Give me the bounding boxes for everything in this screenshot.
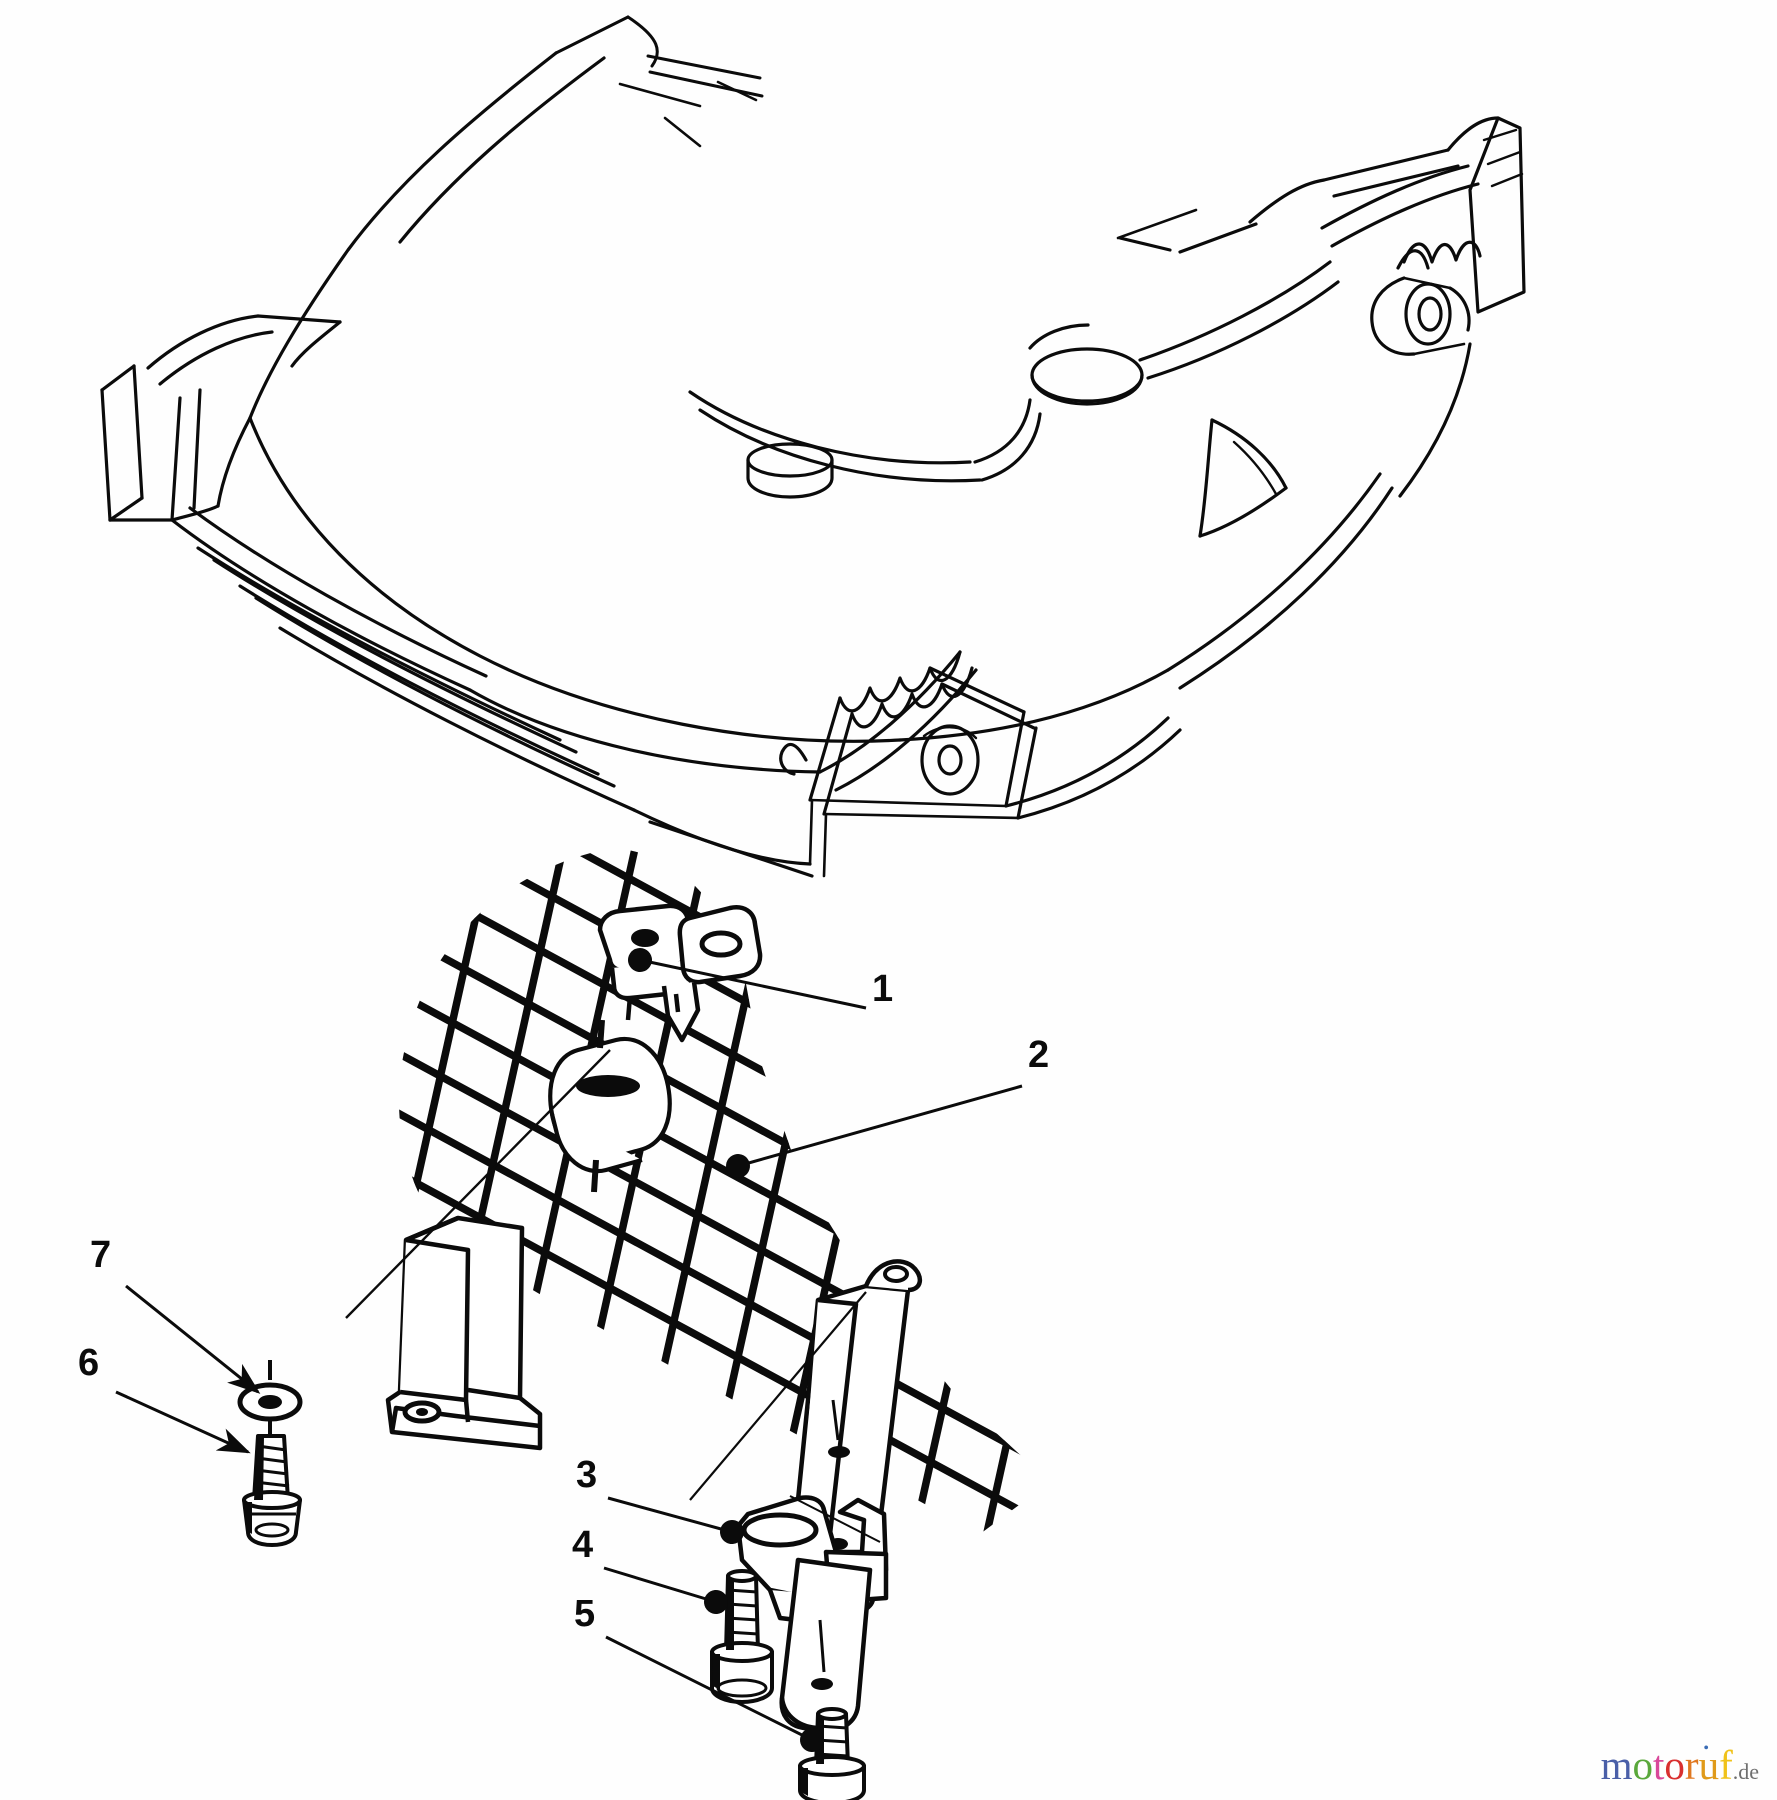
leader-line-5 [605, 1635, 824, 1752]
watermark-letter-o1: o [1632, 1742, 1654, 1788]
watermark-motoruf: • motoruf.de [1600, 1741, 1759, 1788]
watermark-letter-r: r [1684, 1742, 1699, 1788]
leader-line-strap-2 [789, 1495, 881, 1543]
callout-2: 2 [1028, 1034, 1050, 1076]
screen-clip-middle [548, 1019, 672, 1193]
leader-line-3 [607, 1496, 744, 1544]
watermark-letter-o2: o [1664, 1742, 1685, 1788]
watermark-letter-u: u [1698, 1742, 1720, 1788]
callout-5: 5 [574, 1593, 596, 1635]
callout-7: 7 [90, 1234, 112, 1276]
callout-1: 1 [872, 968, 894, 1010]
watermark-letter-t: t [1653, 1742, 1665, 1788]
hex-bolt-upper [710, 1569, 774, 1704]
leader-line-6 [115, 1390, 251, 1454]
leader-line-strap [689, 1291, 867, 1501]
callout-6: 6 [78, 1342, 100, 1384]
watermark-dot: • [1703, 1740, 1709, 1757]
leader-line-2 [726, 1084, 1023, 1178]
leader-line-bracket-left [345, 1049, 611, 1319]
leader-line-1 [628, 948, 867, 1010]
callout-3: 3 [576, 1454, 598, 1496]
leader-line-4 [603, 1566, 728, 1614]
callout-4: 4 [572, 1524, 594, 1566]
watermark-suffix: .de [1732, 1759, 1759, 1784]
clip-bracket-upper [597, 903, 763, 1043]
screw [242, 1434, 302, 1547]
leader-line-7 [125, 1284, 261, 1394]
watermark-letter-m: m [1600, 1742, 1633, 1788]
watermark-letter-f: f [1719, 1742, 1733, 1788]
